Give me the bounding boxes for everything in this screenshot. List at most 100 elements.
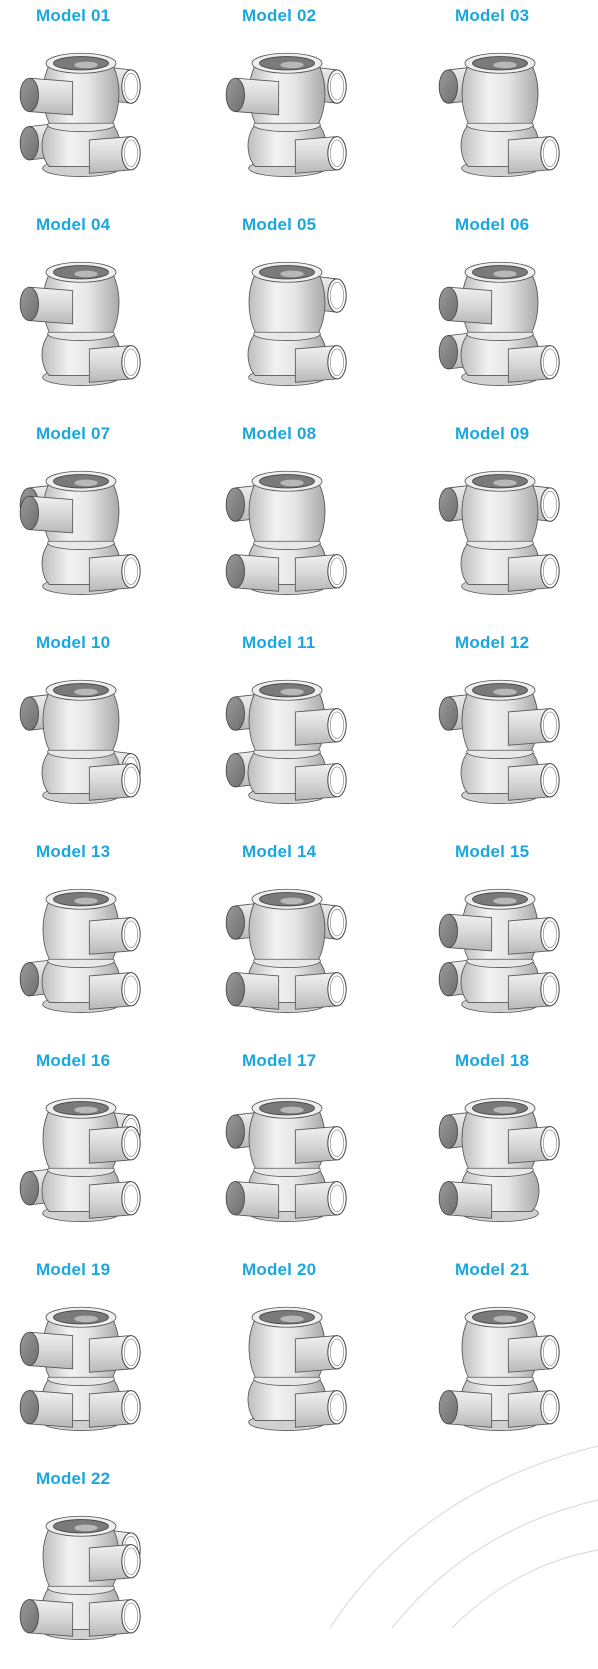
pipe-port-top-l-front [19, 495, 74, 534]
pipe-port-top-r-front [294, 1335, 347, 1373]
pipe-port-bot-r-front [88, 136, 141, 174]
valve-body [247, 261, 327, 386]
valve-body-icon [225, 1097, 347, 1222]
valve-body [460, 52, 540, 177]
pipe-port-top-l-front [19, 286, 74, 325]
model-label: Model 03 [455, 6, 530, 25]
model-cell: Model 17 [225, 1051, 412, 1251]
model-cell: Model 15 [438, 842, 598, 1042]
model-cell: Model 05 [242, 215, 412, 415]
valve-body-icon [247, 261, 347, 386]
pipe-port-bot-r-front [507, 763, 560, 801]
model-label: Model 13 [36, 842, 111, 861]
pipe-port-bot-r-front [507, 345, 560, 383]
pipe-port-bot-r-front [88, 554, 141, 592]
model-cell: Model 20 [242, 1260, 412, 1460]
pipe-port-bot-r-front [294, 1181, 347, 1219]
valve-body-icon [19, 261, 141, 386]
model-cell: Model 06 [438, 215, 598, 415]
model-cell: Model 09 [438, 424, 598, 624]
pipe-port-bot-r-front [294, 763, 347, 801]
valve-body-icon [438, 679, 560, 804]
model-cell: Model 04 [19, 215, 206, 415]
model-label: Model 22 [36, 1469, 111, 1488]
pipe-port-bot-r-front [507, 972, 560, 1010]
pipe-port-bot-r-front [294, 972, 347, 1010]
valve-body-icon [438, 888, 560, 1013]
model-label: Model 04 [36, 215, 111, 234]
pipe-port-bot-r-front [88, 1390, 141, 1428]
pipe-port-top-r-front [88, 1544, 141, 1582]
pipe-port-bot-r-front [88, 972, 141, 1010]
model-cell: Model 13 [19, 842, 206, 1042]
model-grid: Model 01 Model 02 Model 03 Model 04 Model 05… [19, 6, 598, 1640]
model-cell: Model 01 [19, 6, 206, 206]
pipe-port-bot-r-front [88, 1181, 141, 1219]
pipe-port-bot-r-front [88, 763, 141, 801]
valve-body-icon [19, 679, 141, 804]
pipe-port-top-r-front [507, 1126, 560, 1164]
pipe-port-bot-r-front [88, 345, 141, 383]
valve-body-icon [225, 888, 347, 1013]
valve-body-icon [19, 1306, 141, 1431]
model-label: Model 06 [455, 215, 530, 234]
pipe-port-bot-r-front [88, 1599, 141, 1637]
pipe-port-top-r-front [88, 1126, 141, 1164]
model-cell: Model 10 [19, 633, 206, 833]
pipe-port-top-r-front [507, 1335, 560, 1373]
valve-body [460, 679, 540, 804]
pipe-port-bot-l-front [225, 1181, 280, 1219]
pipe-port-top-l-front [438, 913, 493, 952]
pipe-port-bot-r-front [294, 136, 347, 174]
model-label: Model 11 [242, 633, 316, 652]
pipe-port-top-l-front [19, 77, 74, 116]
model-cell: Model 12 [438, 633, 598, 833]
model-cell: Model 22 [19, 1469, 206, 1669]
valve-body-icon [438, 470, 560, 595]
model-label: Model 08 [242, 424, 317, 443]
model-cell: Model 18 [438, 1051, 598, 1251]
pipe-port-bot-l-front [225, 554, 280, 592]
model-label: Model 14 [242, 842, 317, 861]
valve-body-icon [19, 1515, 141, 1640]
valve-body-icon [438, 1306, 560, 1431]
model-label: Model 15 [455, 842, 530, 861]
pipe-port-top-r-front [88, 1335, 141, 1373]
model-label: Model 07 [36, 424, 111, 443]
model-cell: Model 14 [225, 842, 412, 1042]
pipe-port-bot-l-front [225, 972, 280, 1010]
pipe-port-top-r-front [507, 917, 560, 955]
pipe-port-bot-r-front [507, 1390, 560, 1428]
model-cell: Model 02 [225, 6, 412, 206]
valve-body-icon [19, 1097, 141, 1222]
pipe-port-top-l-front [438, 286, 493, 325]
pipe-port-bot-l-front [438, 1390, 493, 1428]
model-cell: Model 07 [19, 424, 206, 624]
valve-body-icon [19, 470, 141, 595]
model-label: Model 20 [242, 1260, 317, 1279]
pipe-port-bot-l-front [438, 1181, 493, 1219]
valve-body-icon [438, 261, 560, 386]
model-cell: Model 03 [438, 6, 598, 206]
pipe-port-bot-r-front [294, 345, 347, 383]
pipe-port-top-r-front [507, 708, 560, 746]
valve-body-icon [225, 679, 347, 804]
model-cell: Model 19 [19, 1260, 206, 1460]
valve-body-icon [19, 888, 141, 1013]
pipe-port-bot-r-front [507, 136, 560, 174]
model-label: Model 01 [36, 6, 111, 25]
pipe-port-bot-r-front [294, 1390, 347, 1428]
valve-body-icon [225, 470, 347, 595]
pipe-port-bot-r-front [294, 554, 347, 592]
model-label: Model 05 [242, 215, 317, 234]
model-label: Model 12 [455, 633, 530, 652]
model-label: Model 17 [242, 1051, 317, 1070]
model-cell: Model 08 [225, 424, 412, 624]
model-cell: Model 11 [225, 633, 412, 833]
pipe-port-top-l-front [19, 1331, 74, 1370]
valve-body-icon [438, 1097, 560, 1222]
model-label: Model 18 [455, 1051, 530, 1070]
pipe-port-bot-l-front [19, 1599, 74, 1637]
valve-body-icon [438, 52, 560, 177]
pipe-port-top-l-front [225, 77, 280, 116]
